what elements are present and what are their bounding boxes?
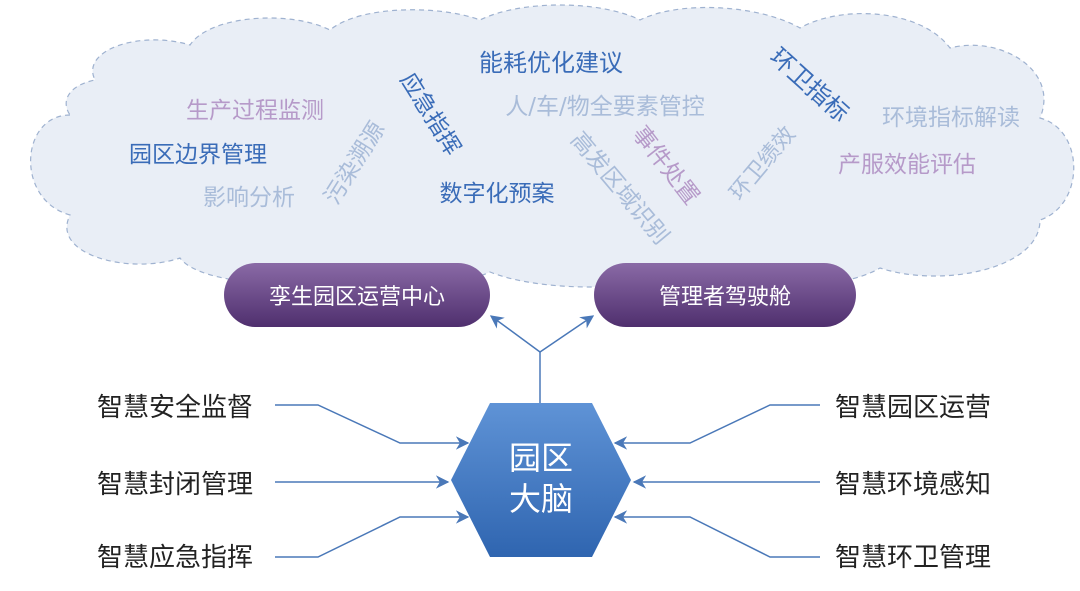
output-arrows: [489, 315, 595, 403]
manager-cockpit-pill[interactable]: [594, 263, 856, 327]
input-closed-management: 智慧封闭管理: [97, 470, 253, 500]
twin-park-operation-center[interactable]: 孪生园区运营中心: [224, 263, 490, 327]
manager-cockpit-label: 管理者驾驶舱: [659, 285, 791, 310]
keyword-environment-interpretation: 环境指标解读: [882, 105, 1020, 131]
arrow-to-cockpit: [539, 315, 595, 353]
park-brain-hexagon[interactable]: [451, 403, 631, 557]
park-brain-line1: 园区: [509, 439, 573, 477]
left-inputs: 智慧安全监督 智慧封闭管理 智慧应急指挥: [97, 393, 253, 573]
twin-park-label: 孪生园区运营中心: [269, 285, 445, 310]
manager-cockpit[interactable]: 管理者驾驶舱: [594, 263, 856, 327]
keyword-efficiency-assessment: 产服效能评估: [838, 152, 976, 178]
input-sanitation-management: 智慧环卫管理: [835, 543, 991, 573]
park-brain-line2: 大脑: [509, 480, 573, 518]
keyword-digital-plan: 数字化预案: [440, 181, 555, 207]
keyword-production-monitoring: 生产过程监测: [186, 98, 324, 124]
right-inputs: 智慧园区运营 智慧环境感知 智慧环卫管理: [835, 393, 991, 573]
arrow-park-operation: [613, 404, 820, 450]
input-safety-supervision: 智慧安全监督: [97, 393, 253, 423]
park-brain[interactable]: 园区 大脑: [451, 403, 631, 557]
input-arrows: [275, 404, 820, 558]
input-environment-sensing: 智慧环境感知: [835, 470, 991, 500]
input-park-operation: 智慧园区运营: [835, 393, 991, 423]
keyword-element-control: 人/车/物全要素管控: [505, 94, 705, 120]
keyword-energy-optimization: 能耗优化建议: [479, 49, 623, 77]
input-emergency-command: 智慧应急指挥: [97, 543, 253, 573]
keyword-impact-analysis: 影响分析: [203, 185, 295, 211]
twin-park-pill[interactable]: [224, 263, 490, 327]
arrow-emergency-command: [275, 510, 470, 558]
keyword-boundary-management: 园区边界管理: [129, 142, 267, 168]
arrow-safety-supervision: [275, 404, 470, 450]
arrow-sanitation-management: [613, 510, 820, 558]
arrow-to-twin-park: [489, 315, 541, 353]
